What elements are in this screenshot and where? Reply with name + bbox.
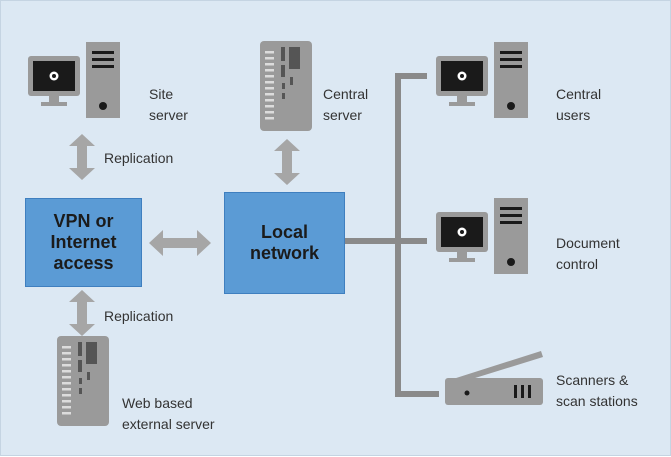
replication-top-label: Replication: [104, 150, 174, 166]
double-arrow-icon: [69, 290, 95, 336]
document-control-label: Document control: [556, 235, 620, 272]
tower-server-icon: [260, 41, 312, 131]
double-arrow-icon: [149, 230, 211, 256]
replication-bottom-label: Replication: [104, 308, 174, 324]
vpn-internet-access-box: VPN or Internet access: [25, 198, 142, 287]
central-users-label: Central users: [556, 86, 602, 123]
scanners-label: Scanners & scan stations: [556, 372, 638, 409]
desktop-computer-icon: [28, 42, 120, 118]
central-server-label: Central server: [323, 86, 369, 123]
desktop-computer-icon: [436, 198, 528, 274]
double-arrow-icon: [274, 139, 300, 185]
local-network-box: Local network: [224, 192, 345, 294]
site-server-label: Site server: [149, 86, 188, 123]
scanner-icon: [445, 351, 543, 405]
network-bus: [345, 73, 439, 397]
double-arrow-icon: [69, 134, 95, 180]
vpn-box-label: VPN or Internet access: [50, 211, 117, 273]
web-server-label: Web based external server: [122, 395, 215, 432]
local-network-box-label: Local network: [249, 222, 319, 263]
tower-server-icon: [57, 336, 109, 426]
desktop-computer-icon: [436, 42, 528, 118]
